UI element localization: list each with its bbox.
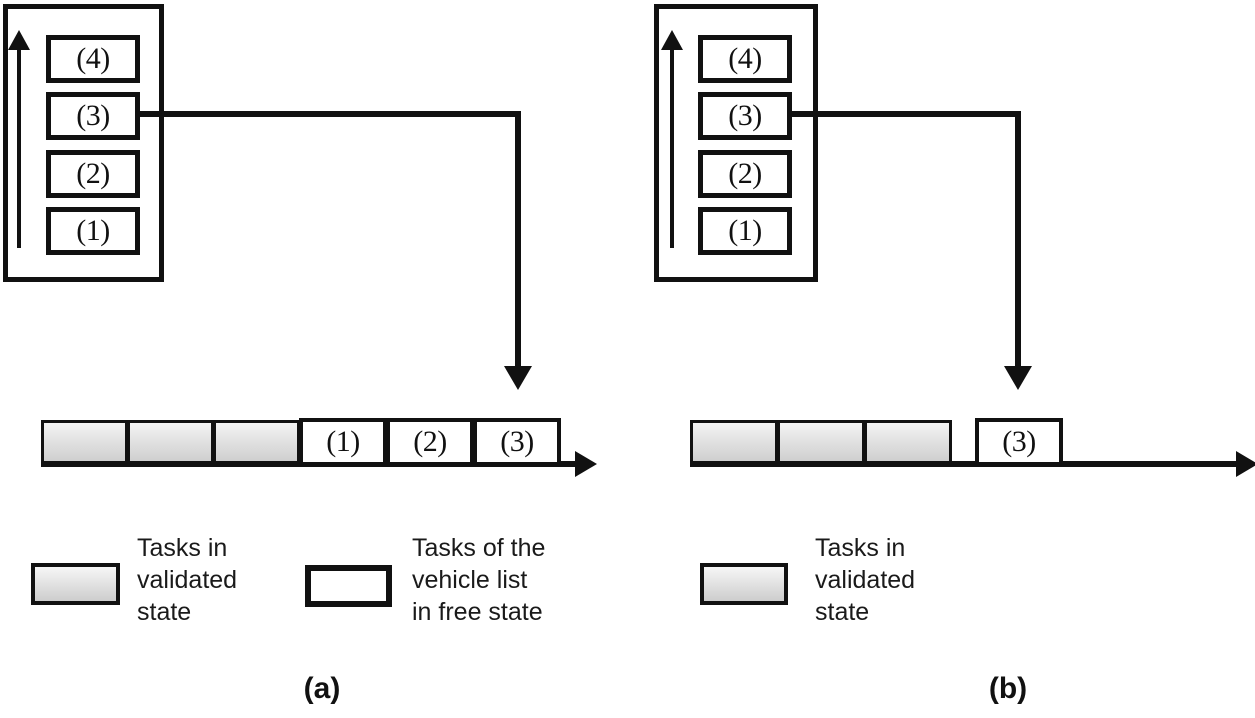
connector-vertical-segment bbox=[515, 111, 521, 369]
stack-task-box[interactable]: (4) bbox=[46, 35, 140, 83]
stack-task-box[interactable]: (3) bbox=[46, 92, 140, 140]
panel-caption-b: (b) bbox=[988, 672, 1028, 705]
timeline-slot[interactable] bbox=[690, 420, 778, 464]
timeline-slot-label: (2) bbox=[413, 425, 447, 458]
stack-task-label: (4) bbox=[728, 42, 762, 75]
connector-horizontal-segment bbox=[792, 111, 1021, 117]
timeline-slot[interactable] bbox=[213, 420, 300, 464]
stack-task-label: (2) bbox=[728, 157, 762, 190]
panel-a: (4) (3) (2) (1) (1) bbox=[3, 4, 597, 705]
connector-vertical-segment bbox=[1015, 111, 1021, 369]
stack-task-box[interactable]: (4) bbox=[698, 35, 792, 83]
timeline-axis-arrow-head bbox=[575, 451, 597, 477]
connector-arrow-head bbox=[504, 366, 532, 390]
timeline-slot[interactable]: (3) bbox=[975, 418, 1063, 466]
legend-label-free: Tasks of the vehicle list in free state bbox=[412, 534, 546, 626]
panel-caption-a: (a) bbox=[303, 672, 341, 705]
timeline-slot[interactable]: (3) bbox=[473, 418, 561, 466]
legend-label-validated: Tasks in validated state bbox=[815, 534, 916, 626]
legend-label-validated: Tasks in validated state bbox=[137, 534, 238, 626]
stack-task-label: (4) bbox=[76, 42, 110, 75]
timeline-axis bbox=[690, 461, 1241, 467]
timeline-slot[interactable] bbox=[41, 420, 128, 464]
timeline-slot[interactable] bbox=[777, 420, 865, 464]
stack-task-box[interactable]: (3) bbox=[698, 92, 792, 140]
stack-task-box[interactable]: (2) bbox=[698, 150, 792, 198]
stack-order-arrow-shaft bbox=[17, 48, 21, 248]
connector-arrow-head bbox=[1004, 366, 1032, 390]
stack-task-label: (3) bbox=[76, 99, 110, 132]
stack-task-box[interactable]: (1) bbox=[698, 207, 792, 255]
timeline-slot[interactable] bbox=[127, 420, 214, 464]
timeline-slot-label: (3) bbox=[1002, 425, 1036, 458]
stack-task-box[interactable]: (1) bbox=[46, 207, 140, 255]
legend-swatch-validated bbox=[700, 563, 788, 605]
stack-order-arrow-head bbox=[8, 30, 30, 50]
stack-task-box[interactable]: (2) bbox=[46, 150, 140, 198]
timeline-slot[interactable] bbox=[864, 420, 952, 464]
stack-task-label: (2) bbox=[76, 157, 110, 190]
timeline-slot-label: (3) bbox=[500, 425, 534, 458]
timeline-slot[interactable]: (1) bbox=[299, 418, 387, 466]
stack-order-arrow-head bbox=[661, 30, 683, 50]
panel-b: (4) (3) (2) (1) (3) bbox=[628, 0, 1255, 718]
legend-swatch-free bbox=[305, 565, 392, 607]
timeline-slot[interactable]: (2) bbox=[386, 418, 474, 466]
timeline-axis-arrow-head bbox=[1236, 451, 1255, 477]
stack-task-label: (3) bbox=[728, 99, 762, 132]
connector-horizontal-segment bbox=[140, 111, 521, 117]
stack-task-label: (1) bbox=[728, 214, 762, 247]
stack-order-arrow-shaft bbox=[670, 48, 674, 248]
stack-task-label: (1) bbox=[76, 214, 110, 247]
timeline-slot-label: (1) bbox=[326, 425, 360, 458]
legend-swatch-validated bbox=[31, 563, 120, 605]
